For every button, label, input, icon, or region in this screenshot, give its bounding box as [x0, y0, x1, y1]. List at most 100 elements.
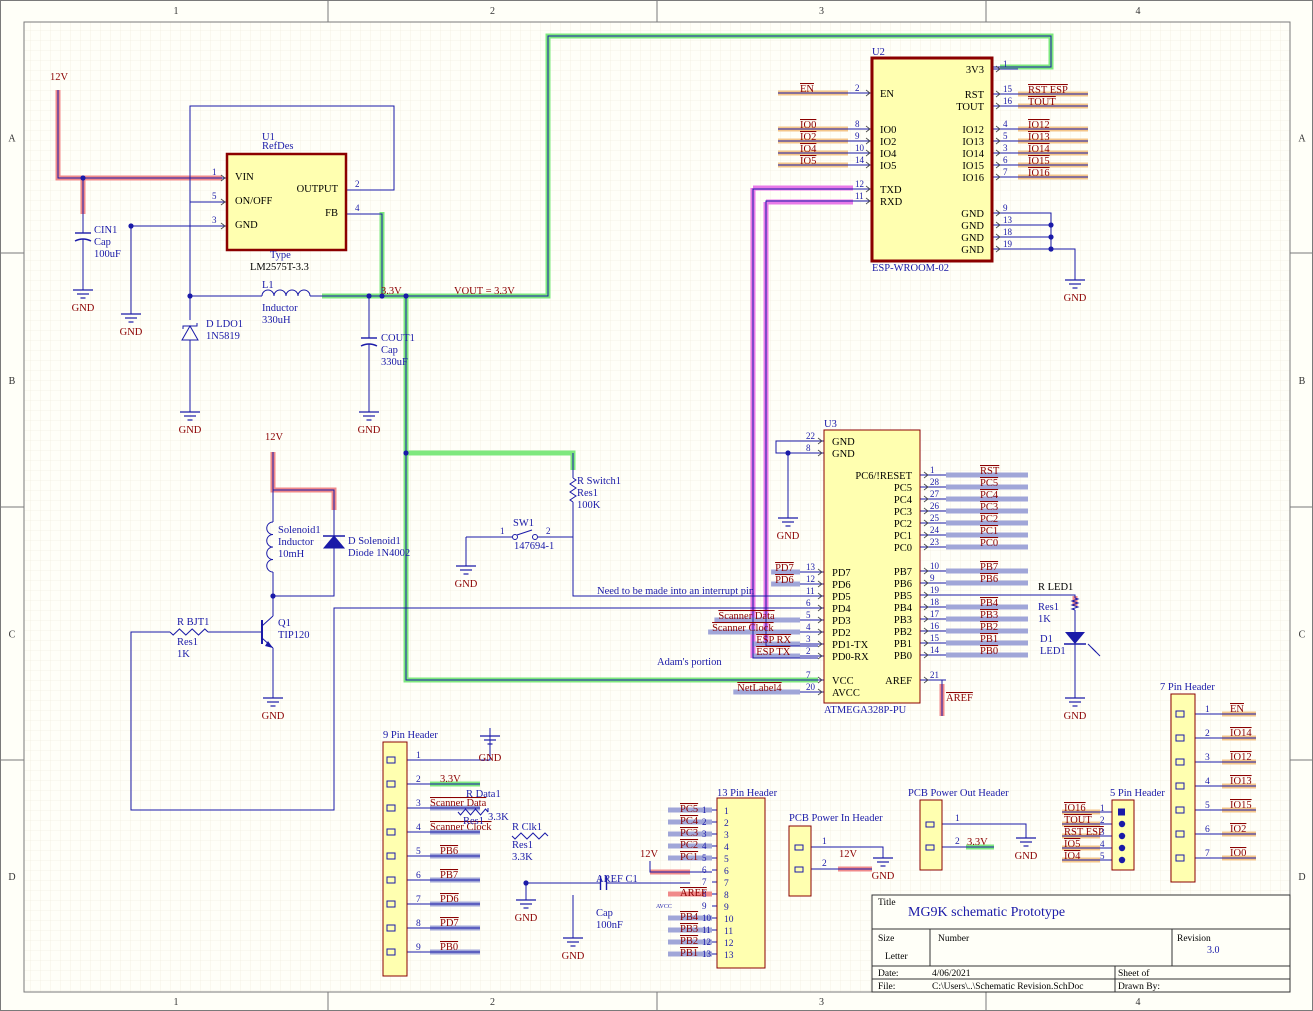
pcb-power-in-title: PCB Power In Header	[789, 813, 883, 824]
gnd-label: GND	[1064, 711, 1087, 722]
u1-pin4-num: 4	[355, 203, 360, 213]
u3-right-net-label: PB4	[980, 598, 999, 609]
header-pin-socket	[1175, 782, 1185, 790]
h13-net-label: PB4	[680, 912, 699, 923]
pin-marker	[817, 580, 823, 588]
u3-left-net-label: ESP TX	[756, 647, 791, 658]
u1-sub: RefDes	[262, 141, 294, 152]
pin-marker	[923, 495, 929, 503]
dsolenoid1-part: Diode 1N4002	[348, 548, 410, 559]
power-12v-pcb-in: 12V	[839, 849, 858, 860]
u2-left-net-label: IO5	[800, 156, 816, 167]
d1-name: D1	[1040, 634, 1053, 645]
pin-marker	[923, 567, 929, 575]
pin-marker	[865, 185, 871, 193]
net-vout-label: VOUT = 3.3V	[454, 286, 515, 297]
rswitch1-name: R Switch1	[577, 476, 621, 487]
pin-marker	[865, 161, 871, 169]
u3-right-pin-name: PC2	[894, 519, 912, 530]
u2-left-pin-name: RXD	[880, 197, 903, 208]
h13-net-label: PB3	[680, 924, 698, 935]
u2-right-pin-num: 3	[1003, 143, 1008, 153]
u2-left-pin-num: 14	[855, 155, 865, 165]
u2-esp-module	[870, 56, 994, 263]
header-pin-round	[1118, 820, 1126, 828]
u3-left-pin-num: 22	[806, 431, 815, 441]
gnd-label: GND	[179, 425, 202, 436]
u1-pin2-num: 2	[355, 179, 360, 189]
pin-marker	[923, 531, 929, 539]
u1-pin-fb: FB	[325, 208, 338, 219]
h5-net-label: TOUT	[1064, 815, 1092, 826]
header-pin-socket	[1175, 758, 1185, 766]
junction-dot	[270, 593, 276, 599]
pin-marker	[995, 90, 1001, 98]
u1-pin3-num: 3	[212, 215, 217, 225]
pin-marker	[995, 65, 1001, 73]
wire-dsol-bottom	[273, 548, 335, 597]
u3-right-pin-num: 18	[930, 597, 940, 607]
h13-pin-num-inner: 12	[724, 939, 734, 949]
pin-marker	[817, 592, 823, 600]
u1-pin-output: OUTPUT	[297, 184, 339, 195]
h13-net-label: PC5	[680, 804, 698, 815]
power-12v-header13: 12V	[640, 849, 659, 860]
pin-marker	[817, 628, 823, 636]
zone-row-left: D	[8, 872, 15, 883]
pin-marker	[865, 197, 871, 205]
u3-right-pin-name: PB2	[894, 627, 912, 638]
h9-pin-num: 2	[416, 775, 421, 785]
arefc1-capacitor	[595, 876, 612, 890]
u2-refdes: U2	[872, 47, 885, 58]
zone-row-left: B	[9, 376, 16, 387]
pin-marker	[995, 125, 1001, 133]
ground-symbol	[359, 404, 379, 421]
u2-left-pin-name: IO2	[880, 137, 896, 148]
gnd-label: GND	[120, 327, 143, 338]
h13-pin-num-inner: 5	[724, 855, 729, 865]
u2-right-pin-name: IO14	[962, 149, 984, 160]
u3-left-pin-name: PD3	[832, 616, 851, 627]
zone-column-top: 1	[174, 6, 179, 17]
u3-left-pin-num: 11	[806, 586, 815, 596]
arefc1-value: 100nF	[596, 920, 623, 931]
h7-net-label: IO13	[1230, 776, 1252, 787]
ground-symbol	[1065, 272, 1085, 289]
u3-atmega	[823, 429, 921, 704]
tb-date: 4/06/2021	[932, 969, 971, 979]
pin-marker	[923, 676, 929, 684]
header-pin-socket	[386, 876, 396, 884]
u3-right-pin-name: PB4	[894, 603, 913, 614]
pin-marker	[995, 149, 1001, 157]
zone-row-left: A	[8, 134, 16, 145]
h13-pin-num-inner: 11	[724, 927, 733, 937]
u3-left-net-label: ESP RX	[756, 635, 791, 646]
header-pin-socket	[925, 844, 935, 851]
pin-marker	[923, 483, 929, 491]
header-pin-socket	[1175, 734, 1185, 742]
h7-net-label: IO15	[1230, 800, 1252, 811]
aref-net-label: AREF	[946, 693, 973, 704]
u3-right-pin-name: PC4	[894, 495, 913, 506]
adam-note: Adam's portion	[657, 657, 722, 668]
rled1-value: 1K	[1038, 614, 1051, 625]
net-3v3-label: 3.3V	[381, 286, 402, 297]
h13-pin-num-inner: 9	[724, 903, 729, 913]
u1-pin-vin: VIN	[235, 172, 254, 183]
u3-left-net-label: Scanner Clock	[712, 623, 774, 634]
cout1-type: Cap	[381, 345, 398, 356]
u3-right-net-label: PB1	[980, 634, 998, 645]
pin-marker	[817, 688, 823, 696]
h9-net-label: PD6	[440, 894, 459, 905]
tb-revision-label: Revision	[1177, 934, 1211, 944]
pin-marker	[817, 568, 823, 576]
solenoid1-type: Inductor	[278, 537, 314, 548]
u2-right-pin-name: TOUT	[956, 102, 984, 113]
u2-right-net-label: IO12	[1028, 120, 1050, 131]
ground-symbol	[180, 404, 200, 421]
pin-marker	[923, 579, 929, 587]
h9-pin-num: 1	[416, 751, 421, 761]
h7-pin-num: 1	[1205, 705, 1210, 715]
h13-net-label: PB1	[680, 948, 698, 959]
